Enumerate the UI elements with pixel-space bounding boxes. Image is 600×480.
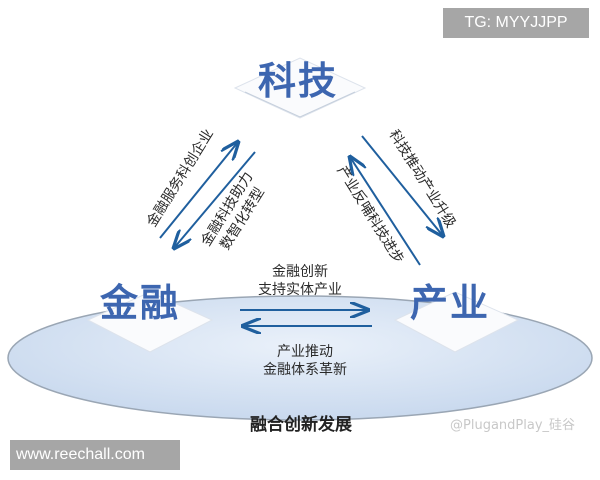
weibo-watermark: @PlugandPlay_硅谷 (450, 418, 576, 433)
label-bottom-top-line2: 支持实体产业 (258, 282, 342, 298)
left-diamond (86, 291, 214, 353)
arrow-left-inner (174, 151, 256, 248)
node-industry: 产业 (410, 281, 491, 325)
label-bottom-bottom-line1: 产业推动 (277, 344, 333, 360)
arrow-right-inner (350, 157, 421, 266)
top-diamond (233, 57, 367, 119)
label-bottom-top: 金融创新 支持实体产业 (240, 263, 360, 299)
node-finance: 金融 (100, 281, 181, 325)
node-technology: 科技 (258, 59, 339, 103)
label-bottom-bottom-line2: 金融体系革新 (263, 362, 347, 378)
arrow-left-outer (159, 142, 238, 239)
label-bottom-top-line1: 金融创新 (272, 264, 328, 280)
tg-watermark: TG: MYYJJPP (443, 8, 589, 38)
label-bottom-bottom: 产业推动 金融体系革新 (245, 343, 365, 379)
arrow-right-outer (361, 135, 443, 236)
site-watermark: www.reechall.com (10, 440, 180, 470)
right-diamond (393, 291, 520, 353)
caption: 融合创新发展 (250, 415, 352, 435)
